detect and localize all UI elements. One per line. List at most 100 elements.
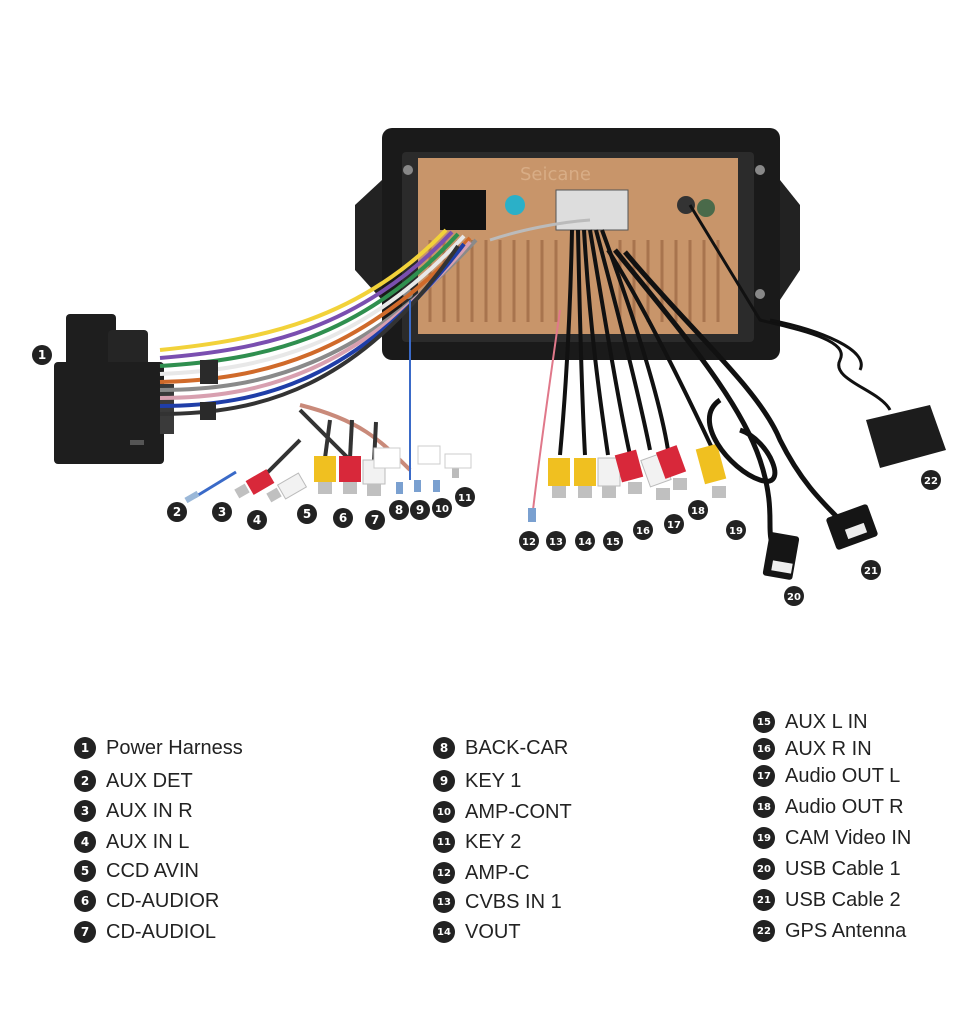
legend-number-badge: 14 xyxy=(433,921,455,943)
callout-badge-7: 7 xyxy=(365,510,385,530)
callout-badge-2: 2 xyxy=(167,502,187,522)
legend-number-badge: 1 xyxy=(74,737,96,759)
power-harness-connector xyxy=(54,314,174,464)
callout-badge-number: 8 xyxy=(395,503,403,517)
callout-badge-15: 15 xyxy=(603,531,623,551)
legend-number-badge: 15 xyxy=(753,711,775,733)
callout-badge-number: 20 xyxy=(787,592,801,603)
center-cable-bundle xyxy=(532,229,714,511)
rca-plug-ccd-avin xyxy=(314,419,336,494)
callout-badge-17: 17 xyxy=(664,514,684,534)
callout-badge-number: 10 xyxy=(435,504,449,515)
callout-badge-10: 10 xyxy=(432,498,452,518)
callout-badge-number: 15 xyxy=(606,537,620,548)
legend-number-badge: 19 xyxy=(753,827,775,849)
callout-badge-number: 13 xyxy=(549,537,563,548)
legend-label: USB Cable 1 xyxy=(785,857,901,880)
legend-item: 20 USB Cable 1 xyxy=(753,856,901,882)
callout-badge-number: 9 xyxy=(416,503,424,517)
legend-label: AMP-C xyxy=(465,861,530,884)
rca-plug-aux-in-r xyxy=(234,438,302,499)
callout-badge-number: 18 xyxy=(691,506,705,517)
usb-plug-1 xyxy=(762,532,800,580)
callout-badge-number: 17 xyxy=(667,520,681,531)
callout-badge-22: 22 xyxy=(921,470,941,490)
legend-number-badge: 22 xyxy=(753,920,775,942)
watermark-text: Seicane xyxy=(520,164,591,185)
legend-number-badge: 2 xyxy=(74,770,96,792)
legend-item: 9 KEY 1 xyxy=(433,768,521,794)
legend-item: 7 CD-AUDIOL xyxy=(74,919,216,945)
aux-det-wire-tip xyxy=(184,470,237,504)
legend-item: 5 CCD AVIN xyxy=(74,858,199,884)
usb-cables xyxy=(613,248,842,553)
callout-badge-20: 20 xyxy=(784,586,804,606)
legend-number-badge: 5 xyxy=(74,860,96,882)
legend-number-badge: 21 xyxy=(753,889,775,911)
callout-badge-number: 14 xyxy=(578,537,592,548)
usb-plug-2 xyxy=(826,504,878,550)
legend-label: KEY 2 xyxy=(465,830,522,853)
callout-badge-3: 3 xyxy=(212,502,232,522)
legend-number-badge: 17 xyxy=(753,765,775,787)
legend-label: GPS Antenna xyxy=(785,919,907,942)
legend-number-badge: 18 xyxy=(753,796,775,818)
callout-badge-number: 11 xyxy=(458,493,472,504)
callout-badge-1: 1 xyxy=(32,345,52,365)
legend-label: CCD AVIN xyxy=(106,859,199,882)
gps-antenna xyxy=(688,204,946,468)
callout-badge-number: 2 xyxy=(173,505,181,519)
center-rca-plugs xyxy=(528,443,727,522)
legend-number-badge: 13 xyxy=(433,891,455,913)
callout-badge-8: 8 xyxy=(389,500,409,520)
callout-badge-number: 7 xyxy=(371,513,379,527)
legend-label: AUX IN L xyxy=(106,830,190,853)
callout-badge-12: 12 xyxy=(519,531,539,551)
legend-item: 22 GPS Antenna xyxy=(753,918,906,944)
callout-badge-4: 4 xyxy=(247,510,267,530)
legend-label: AUX DET xyxy=(106,769,193,792)
legend-number-badge: 8 xyxy=(433,737,455,759)
legend-label: KEY 1 xyxy=(465,769,522,792)
callout-badge-18: 18 xyxy=(688,500,708,520)
legend-label: AMP-CONT xyxy=(465,800,572,823)
callout-badge-21: 21 xyxy=(861,560,881,580)
callout-badge-6: 6 xyxy=(333,508,353,528)
legend-label: CD-AUDIOL xyxy=(106,920,217,943)
legend-number-badge: 3 xyxy=(74,800,96,822)
legend-label: VOUT xyxy=(465,920,521,943)
legend-item: 11 KEY 2 xyxy=(433,829,521,855)
legend-number-badge: 9 xyxy=(433,770,455,792)
small-wire-tips xyxy=(396,445,472,494)
callout-badge-14: 14 xyxy=(575,531,595,551)
legend-item: 6 CD-AUDIOR xyxy=(74,888,219,914)
legend-item: 17 Audio OUT L xyxy=(753,763,900,789)
legend-number-badge: 6 xyxy=(74,890,96,912)
legend-number-badge: 16 xyxy=(753,738,775,760)
callout-badge-number: 1 xyxy=(38,348,46,362)
callout-badge-number: 3 xyxy=(218,505,226,519)
legend-number-badge: 11 xyxy=(433,831,455,853)
legend-number-badge: 7 xyxy=(74,921,96,943)
callout-badge-19: 19 xyxy=(726,520,746,540)
callout-badge-number: 21 xyxy=(864,566,878,577)
legend-label: CAM Video IN xyxy=(785,826,912,849)
legend-item: 14 VOUT xyxy=(433,919,521,945)
legend-label: Audio OUT L xyxy=(785,764,901,787)
legend-label: CD-AUDIOR xyxy=(106,889,220,912)
legend-number-badge: 20 xyxy=(753,858,775,880)
rca-plug-aux-in-l xyxy=(266,472,308,503)
legend-label: AUX R IN xyxy=(785,737,872,760)
callout-badge-5: 5 xyxy=(297,504,317,524)
legend-item: 16 AUX R IN xyxy=(753,736,872,762)
legend-item: 19 CAM Video IN xyxy=(753,825,911,851)
legend-number-badge: 10 xyxy=(433,801,455,823)
